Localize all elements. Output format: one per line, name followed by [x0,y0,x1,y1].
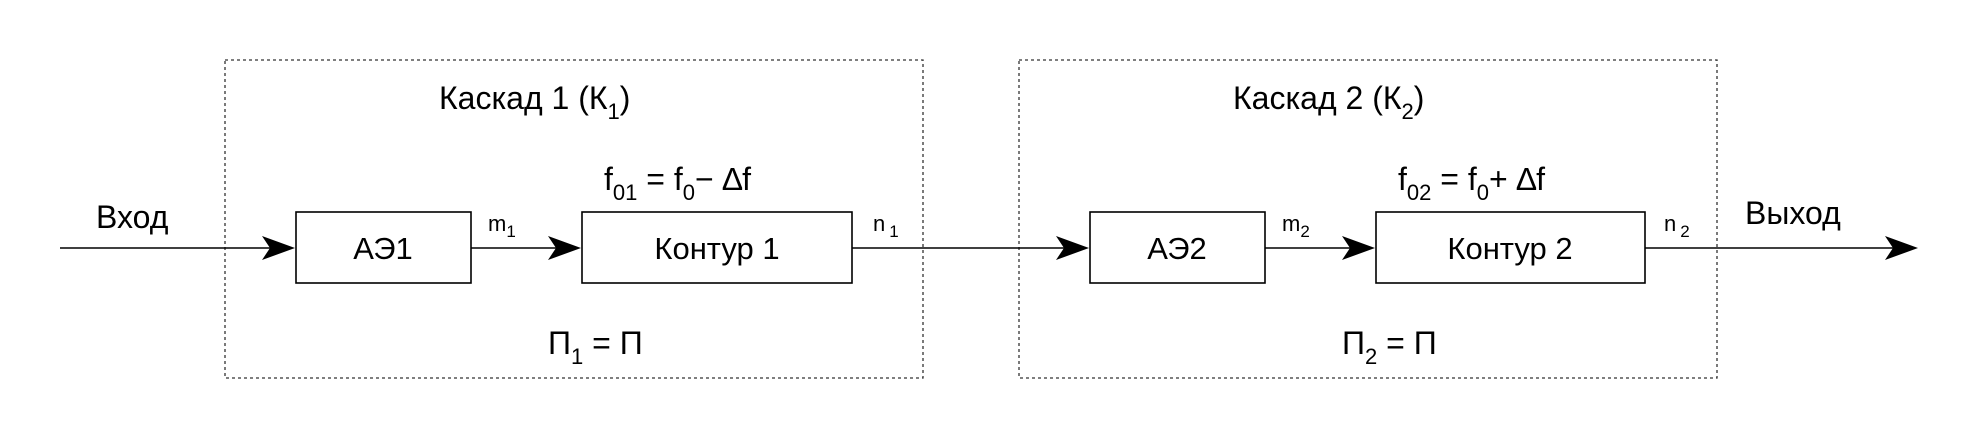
m2-label: m2 [1282,211,1310,241]
output-label: Выход [1745,195,1841,231]
m1-label: m1 [488,211,516,241]
cascade-1-frame [224,59,924,379]
output-arrow [1885,236,1918,260]
cascade-2-frequency-formula: f02 = f0+ ∆f [1398,161,1545,205]
cascade-2-bandwidth: П2 = П [1342,325,1437,369]
cascade-2-frame [1018,59,1718,379]
ae2-block [1089,211,1266,284]
arrow-ae2-to-circuit2 [1342,236,1375,260]
circuit1-label: Контур 1 [654,231,779,266]
cascade-2-title: Каскад 2 (К2) [1233,80,1424,124]
circuit1-block [581,211,853,284]
cascade-1-frequency-formula: f01 = f0− ∆f [604,161,751,205]
cascade-1-bandwidth: П1 = П [548,325,643,369]
ae1-block [295,211,472,284]
arrow-ae1-to-circuit1 [548,236,581,260]
ae2-label: АЭ2 [1147,231,1207,266]
ae1-label: АЭ1 [353,231,413,266]
circuit2-label: Контур 2 [1447,231,1572,266]
input-arrow [262,236,295,260]
arrow-circuit1-to-ae2 [1056,236,1089,260]
circuit2-block [1375,211,1646,284]
cascade-1-title: Каскад 1 (К1) [439,80,630,124]
input-label: Вход [96,199,169,235]
